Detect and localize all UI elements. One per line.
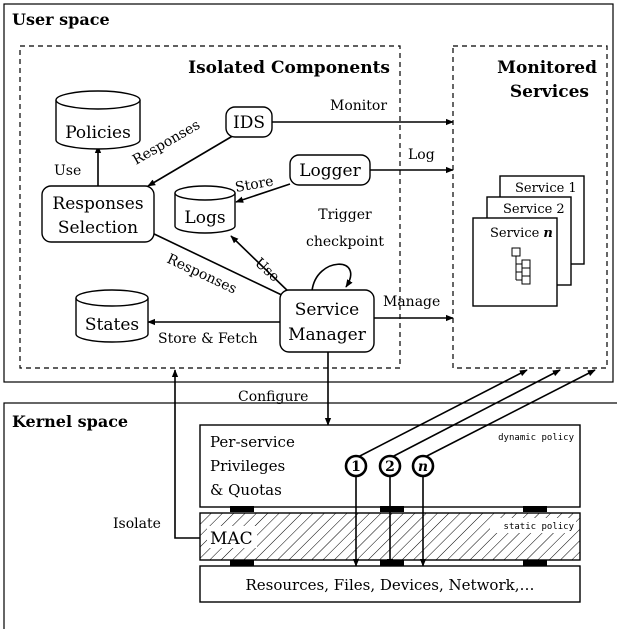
states-store: States <box>75 289 149 343</box>
service-1-label: Service 1 <box>515 181 577 196</box>
privileges-line1: Per-service <box>210 433 295 451</box>
monitored-services-title-line1: Monitored <box>497 58 597 78</box>
resources-layer <box>199 565 581 603</box>
static-policy-label: static policy <box>504 522 575 532</box>
use-logs-arrow <box>230 235 293 296</box>
isolated-components-region <box>19 45 401 369</box>
responses-sm-label: Responses <box>164 251 239 297</box>
store-fetch-label: Store & Fetch <box>158 331 258 347</box>
responses-selection-line1: Responses <box>52 194 143 214</box>
monitor-label: Monitor <box>330 98 387 114</box>
trigger-label-line1: Trigger <box>318 207 372 223</box>
responses-selection-node: Responses Selection <box>41 185 155 243</box>
ids-label: IDS <box>233 113 265 133</box>
mac-label-bg <box>207 526 257 548</box>
marker-2: 2 <box>378 454 402 478</box>
marker-1: 1 <box>344 454 368 478</box>
monitored-services-title-line2: Services <box>510 82 589 102</box>
log-label: Log <box>408 147 435 163</box>
ids-to-responses-arrow <box>147 133 237 187</box>
resources-label: Resources, Files, Devices, Network,… <box>246 576 535 594</box>
service-2-label: Service 2 <box>503 202 565 217</box>
isolated-components-title: Isolated Components <box>188 58 390 78</box>
path-n-up <box>422 369 596 459</box>
responses-to-manager-arrow <box>149 231 289 299</box>
service-manager-node: Service Manager <box>279 289 375 353</box>
store-logs-label: Store <box>234 173 275 195</box>
service-stack: Service 1 Service 2 Service n <box>472 175 585 307</box>
kernel-space-title: Kernel space <box>12 412 128 431</box>
privileges-line2: Privileges <box>210 457 285 475</box>
store-logs-arrow <box>235 183 291 203</box>
static-policy-bg <box>490 518 576 533</box>
svg-text:2: 2 <box>385 459 395 475</box>
manage-label: Manage <box>383 294 440 310</box>
path-1-up <box>355 369 528 459</box>
service-n-label: Service n <box>490 226 553 241</box>
policies-store: Policies <box>55 90 141 150</box>
marker-n: n <box>411 454 435 478</box>
logger-node: Logger <box>289 154 371 186</box>
use-policies-label: Use <box>54 163 81 179</box>
logger-label: Logger <box>299 161 361 181</box>
monitored-services-region <box>452 45 608 369</box>
process-tree-icon <box>511 247 531 285</box>
isolate-arrow <box>171 369 200 539</box>
ids-node: IDS <box>225 106 273 138</box>
user-space-region <box>3 3 614 383</box>
privileges-line3: & Quotas <box>210 481 282 499</box>
service-n-card <box>472 217 558 307</box>
dynamic-policy-label: dynamic policy <box>498 433 574 443</box>
user-space-title: User space <box>12 10 110 29</box>
logs-store: Logs <box>174 185 236 234</box>
svg-text:n: n <box>418 459 428 475</box>
kernel-space-region <box>3 402 617 629</box>
service-manager-line2: Manager <box>288 325 367 345</box>
trigger-label-line2: checkpoint <box>306 234 384 250</box>
svg-text:1: 1 <box>351 459 361 475</box>
service-manager-line1: Service <box>295 300 359 320</box>
isolate-label: Isolate <box>113 516 161 532</box>
trigger-checkpoint-loop <box>311 263 353 292</box>
path-2-up <box>389 369 561 459</box>
states-label: States <box>85 315 139 335</box>
logs-label: Logs <box>184 208 225 228</box>
responses-selection-line2: Selection <box>58 218 138 238</box>
mac-label: MAC <box>210 529 253 549</box>
policies-label: Policies <box>65 123 131 143</box>
configure-label: Configure <box>238 389 308 405</box>
